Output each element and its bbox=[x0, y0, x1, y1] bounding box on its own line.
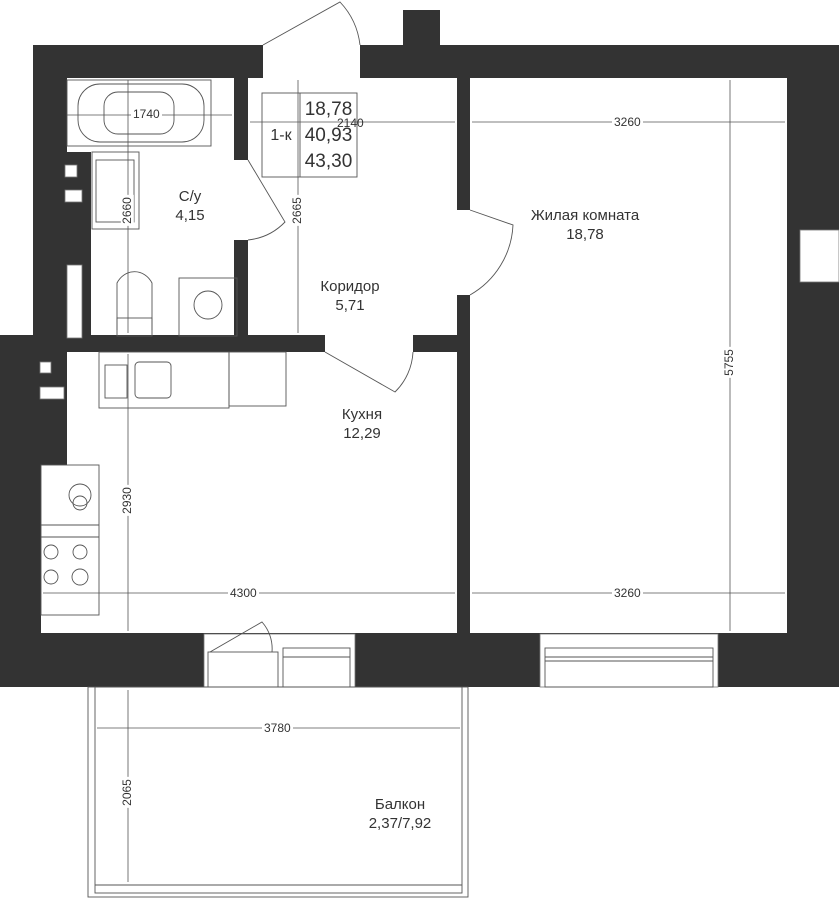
apartment-type: 1-к bbox=[270, 127, 292, 144]
wall-bath-corridor-2 bbox=[234, 240, 248, 337]
dim-bath-width: 1740 bbox=[131, 107, 162, 121]
living-area-value: 18,78 bbox=[304, 99, 353, 120]
dim-living-width-top: 3260 bbox=[612, 115, 643, 129]
dim-living-height: 5755 bbox=[721, 347, 736, 378]
dim-balcony-height: 2065 bbox=[119, 777, 134, 808]
wall-corridor-living-2 bbox=[457, 295, 470, 633]
windows bbox=[39, 164, 839, 688]
total-with-balcony-value: 43,30 bbox=[304, 151, 353, 172]
wall-bath-corridor-1 bbox=[234, 78, 248, 160]
wall-left-upper bbox=[33, 78, 67, 340]
wall-corridor-living-1 bbox=[457, 78, 470, 210]
dim-kitchen-width: 4300 bbox=[228, 586, 259, 600]
wall-top-right bbox=[360, 45, 839, 78]
dim-bath-height: 2660 bbox=[119, 195, 134, 226]
wall-right bbox=[787, 78, 839, 633]
walls bbox=[0, 10, 839, 687]
total-area-value: 40,93 bbox=[304, 125, 353, 146]
wall-top-left bbox=[33, 45, 263, 78]
dim-corridor-width: 2140 bbox=[337, 116, 364, 130]
dim-corridor-height: 2665 bbox=[289, 195, 304, 226]
dimension-lines bbox=[43, 80, 785, 882]
dim-balcony-width: 3780 bbox=[262, 721, 293, 735]
wall-bath-kitchen bbox=[0, 335, 325, 352]
dim-living-width-bottom: 3260 bbox=[612, 586, 643, 600]
dim-kitchen-height: 2930 bbox=[119, 485, 134, 516]
chimney bbox=[403, 10, 440, 45]
